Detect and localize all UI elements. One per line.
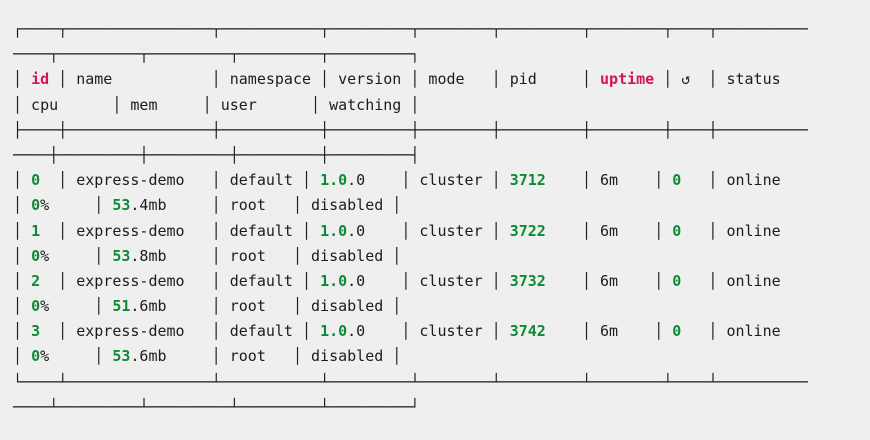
terminal-line: │ 0% │ 53.8mb │ root │ disabled │	[13, 246, 402, 265]
terminal-line: ────┴─────────┴─────────┴─────────┴─────…	[13, 397, 420, 416]
terminal-line: │ 0% │ 53.6mb │ root │ disabled │	[13, 347, 402, 366]
terminal-line: ────┼─────────┼─────────┼─────────┼─────…	[13, 145, 420, 164]
terminal-line: │ 3 │ express-demo │ default │ 1.0.0 │ c…	[13, 322, 808, 341]
terminal-line: │ id │ name │ namespace │ version │ mode…	[13, 70, 808, 89]
terminal-screen: ┌────┬────────────────┬───────────┬─────…	[13, 20, 808, 416]
terminal-line: │ 0 │ express-demo │ default │ 1.0.0 │ c…	[13, 171, 808, 190]
terminal-line: │ 1 │ express-demo │ default │ 1.0.0 │ c…	[13, 221, 808, 240]
terminal-line: ┌────┬────────────────┬───────────┬─────…	[13, 20, 808, 38]
terminal-line: └────┴────────────────┴───────────┴─────…	[13, 372, 808, 391]
terminal-line: │ cpu │ mem │ user │ watching │	[13, 95, 420, 114]
terminal-line: ────┬─────────┬─────────┬─────────┬─────…	[13, 45, 420, 64]
terminal-line: │ 2 │ express-demo │ default │ 1.0.0 │ c…	[13, 271, 808, 290]
terminal-line: │ 0% │ 53.4mb │ root │ disabled │	[13, 196, 402, 215]
terminal-line: ├────┼────────────────┼───────────┼─────…	[13, 120, 808, 139]
terminal-line: │ 0% │ 51.6mb │ root │ disabled │	[13, 297, 402, 316]
